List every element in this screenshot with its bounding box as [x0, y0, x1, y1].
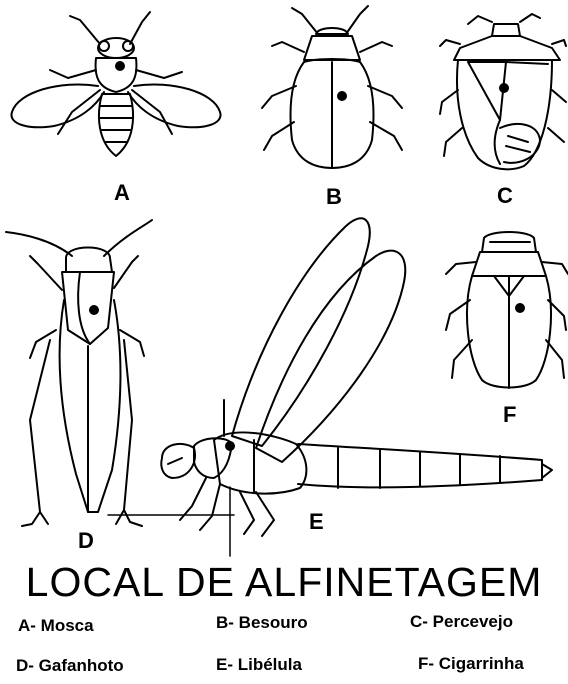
pin-point-e: [226, 442, 234, 450]
leafhopper-illustration: [446, 232, 568, 388]
beetle-illustration: [262, 6, 402, 168]
pin-point-f: [516, 304, 524, 312]
pin-point-d: [90, 306, 98, 314]
label-b: B: [326, 186, 342, 208]
diagram-title: LOCAL DE ALFINETAGEM: [0, 562, 568, 603]
pin-point-b: [338, 92, 346, 100]
legend-item-f: F- Cigarrinha: [418, 655, 524, 672]
legend-item-c: C- Percevejo: [410, 613, 513, 630]
legend-item-b: B- Besouro: [216, 614, 308, 631]
label-a: A: [114, 182, 130, 204]
label-d: D: [78, 530, 94, 552]
fly-illustration: [11, 12, 220, 156]
stink-bug-illustration: [440, 14, 566, 169]
label-c: C: [497, 185, 513, 207]
dragonfly-illustration: [161, 218, 552, 556]
label-e: E: [309, 511, 324, 533]
grasshopper-illustration: [6, 220, 152, 526]
legend-item-e: E- Libélula: [216, 656, 302, 673]
pin-point-a: [116, 62, 124, 70]
legend-item-a: A- Mosca: [18, 617, 94, 634]
label-f: F: [503, 404, 516, 426]
pin-point-c: [500, 84, 508, 92]
legend-item-d: D- Gafanhoto: [16, 657, 124, 674]
